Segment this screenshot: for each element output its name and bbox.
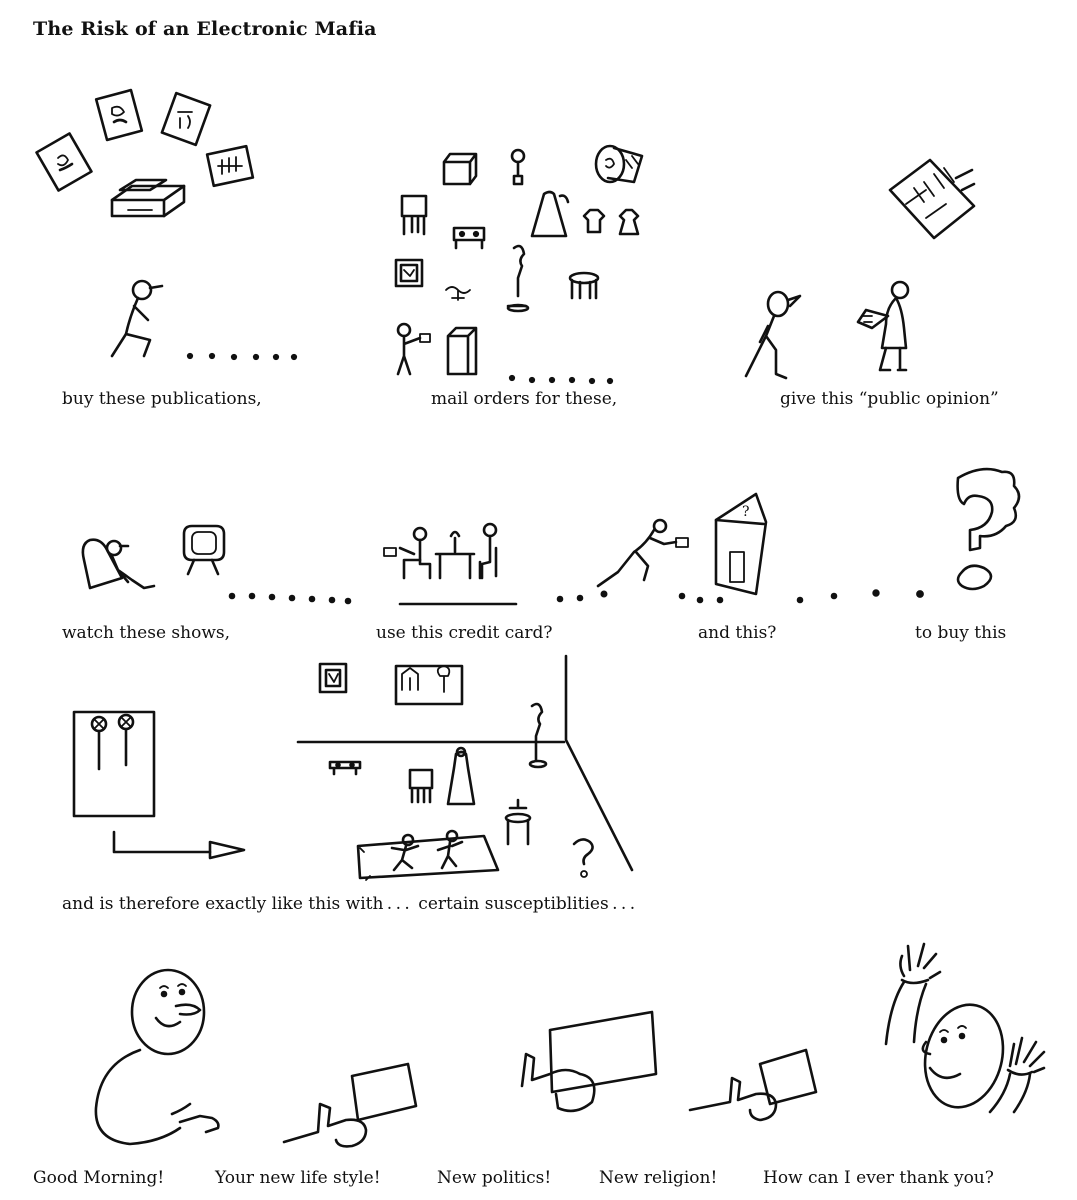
walking-person-icon: [110, 279, 164, 358]
dotted-trail: [508, 374, 614, 385]
caption-thank-you: How can I ever thank you?: [763, 1168, 994, 1188]
switch-icon: [117, 713, 135, 767]
small-person-icon: [396, 322, 431, 376]
hand-icon: [170, 1102, 220, 1134]
arrow-head-icon: [208, 840, 246, 860]
bench-icon: [328, 760, 362, 776]
woman-with-paper-icon: [856, 280, 910, 372]
raised-arm: [884, 980, 928, 1046]
magazine-icon: [35, 132, 93, 192]
switch-icon: [90, 715, 108, 771]
sconce-icon: [445, 286, 471, 301]
caption-and-this: and this?: [698, 623, 777, 643]
framed-picture-icon: [394, 258, 424, 288]
box-icon: [442, 152, 478, 186]
living-room-illustration: [296, 654, 634, 881]
caption-politics: New politics!: [437, 1168, 552, 1188]
rug-icon: [356, 834, 500, 881]
thank-you-illustration: [884, 942, 1046, 1114]
window-icon: [394, 664, 464, 706]
chairs-icon: [408, 768, 434, 804]
corner-line: [564, 654, 634, 872]
raised-arm: [988, 1072, 1032, 1114]
poster-icon: [888, 158, 976, 240]
table-with-vase-icon: [504, 798, 532, 846]
walking-person-icon: [744, 290, 802, 380]
caption-credit-card: use this credit card?: [376, 623, 553, 643]
table-with-candle-icon: [434, 530, 476, 580]
seated-person-icon: [398, 526, 432, 580]
watching-tv-illustration: [81, 524, 352, 605]
caption-therefore: and is therefore exactly like this with …: [62, 894, 636, 914]
mail-order-items-illustration: [394, 144, 644, 385]
magazine-icon: [205, 144, 255, 188]
big-question-mark-illustration: [796, 467, 1021, 604]
running-person-icon: [596, 518, 689, 588]
store-building-icon: ?: [714, 492, 768, 596]
dotted-trail: [796, 589, 924, 604]
arrow-line: [112, 830, 212, 854]
statue-icon: [528, 702, 548, 769]
running-person-illustration: ?: [556, 492, 768, 604]
magazine-icon: [94, 88, 144, 142]
lamp-icon: [510, 148, 526, 186]
seated-person-icon: [478, 522, 498, 580]
caption-religion: New religion!: [599, 1168, 718, 1188]
bench-icon: [452, 226, 486, 250]
mailbox-icon: [446, 326, 478, 376]
dress-icon: [530, 190, 570, 238]
credit-card-illustration: [383, 522, 518, 606]
caption-public-opinion: give this “public opinion”: [780, 389, 999, 409]
public-opinion-illustration: [744, 158, 976, 380]
question-mark-icon: [572, 838, 594, 878]
statue-icon: [506, 244, 530, 313]
chairs-icon: [400, 194, 428, 236]
hand-offering-paper-3: [688, 1048, 818, 1122]
publications-illustration: [35, 88, 298, 361]
books-stack-icon: [110, 178, 186, 218]
shirt-icon: [618, 208, 640, 236]
dotted-trail: [228, 592, 352, 605]
stool-icon: [568, 271, 600, 300]
rug-roll-icon: [594, 144, 644, 184]
credit-card-icon: [383, 547, 397, 557]
switch-panel-icon: [72, 710, 156, 818]
question-mark: ?: [742, 504, 750, 520]
tv-icon: [182, 524, 226, 576]
dress-icon: [446, 746, 476, 806]
happy-face-icon: [921, 1003, 1005, 1109]
caption-good-morning: Good Morning!: [33, 1168, 165, 1188]
hand-offering-paper-1: [282, 1062, 418, 1148]
good-morning-illustration: [94, 968, 220, 1146]
smiling-face-icon: [130, 968, 206, 1056]
waving-hand-icon: [899, 942, 942, 985]
arm-outline: [94, 1048, 182, 1146]
caption-life-style: Your new life style!: [215, 1168, 381, 1188]
armchair-person-icon: [81, 538, 156, 590]
caption-watch-shows: watch these shows,: [62, 623, 231, 643]
dotted-trail: [556, 590, 724, 604]
framed-picture-icon: [318, 662, 348, 694]
switch-panel-illustration: [72, 710, 246, 860]
waving-hand-icon: [1006, 1036, 1046, 1076]
magazine-icon: [160, 91, 212, 147]
dotted-trail: [186, 352, 298, 361]
shirt-icon: [582, 208, 606, 234]
dancing-person-icon: [436, 829, 464, 870]
caption-mail-orders: mail orders for these,: [431, 389, 618, 409]
page-title: The Risk of an Electronic Mafia: [33, 18, 377, 40]
dancing-person-icon: [390, 833, 420, 872]
caption-buy-publications: buy these publications,: [62, 389, 262, 409]
caption-buy-this: to buy this: [915, 623, 1007, 643]
hand-offering-paper-2: [520, 1010, 658, 1113]
